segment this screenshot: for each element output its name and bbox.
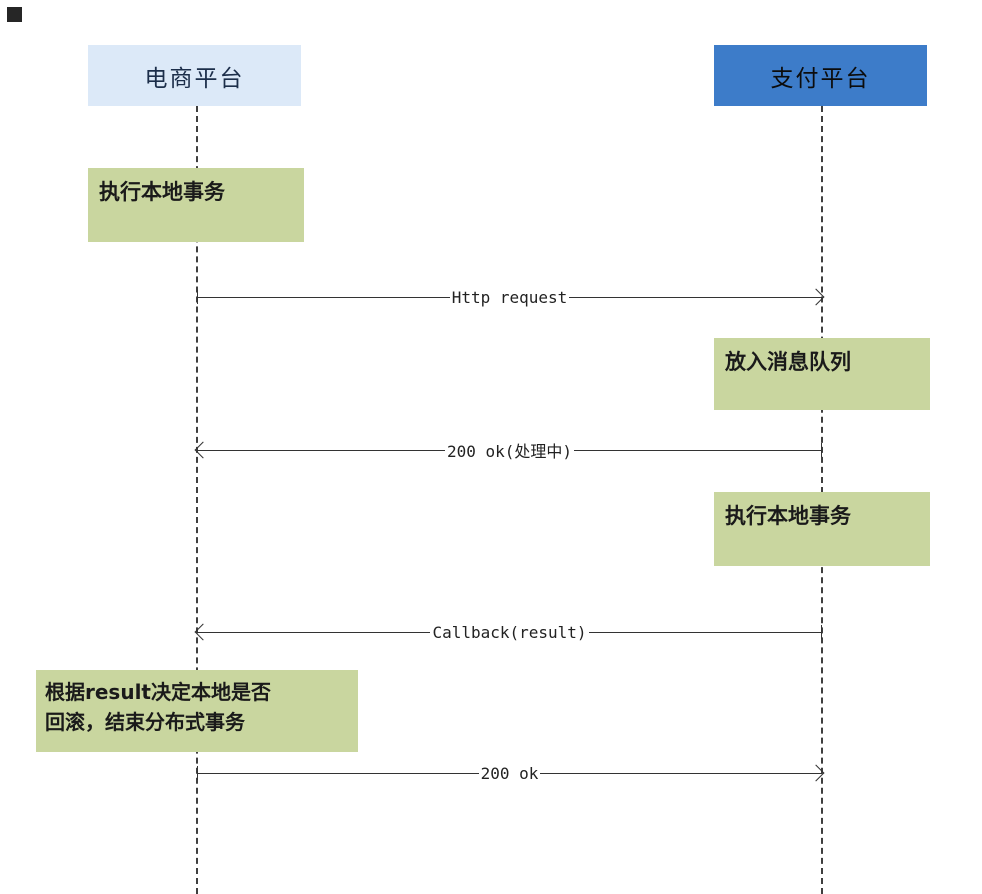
message-label: Callback(result): [430, 622, 589, 642]
message-200-ok: 200 ok: [197, 763, 825, 783]
corner-mark: [7, 7, 22, 22]
activity-enqueue-message: 放入消息队列: [714, 338, 930, 410]
message-label: 200 ok: [478, 763, 541, 783]
message-http-request: Http request: [197, 287, 825, 307]
origin-tick: [821, 443, 822, 457]
message-callback-result: Callback(result): [194, 622, 822, 642]
arrowhead-right-icon: [807, 288, 825, 306]
actor-payment-label: 支付平台: [770, 65, 871, 92]
activity-exec-local-tx-ecommerce: 执行本地事务: [88, 168, 304, 242]
message-label: 200 ok(处理中): [444, 438, 575, 462]
actor-ecommerce-box: 电商平台: [88, 45, 301, 106]
origin-tick: [197, 766, 198, 780]
arrowhead-left-icon: [194, 623, 212, 641]
arrowhead-right-icon: [807, 764, 825, 782]
message-label: Http request: [449, 287, 570, 307]
lifeline-ecommerce: [196, 106, 198, 894]
actor-payment-box: 支付平台: [714, 45, 927, 106]
actor-ecommerce-label: 电商平台: [144, 65, 245, 92]
message-200-ok-processing: 200 ok(处理中): [194, 438, 822, 462]
arrowhead-left-icon: [194, 441, 212, 459]
activity-exec-local-tx-payment: 执行本地事务: [714, 492, 930, 566]
activity-rollback-decision: 根据result决定本地是否 回滚，结束分布式事务: [36, 670, 358, 752]
origin-tick: [197, 290, 198, 304]
origin-tick: [821, 625, 822, 639]
